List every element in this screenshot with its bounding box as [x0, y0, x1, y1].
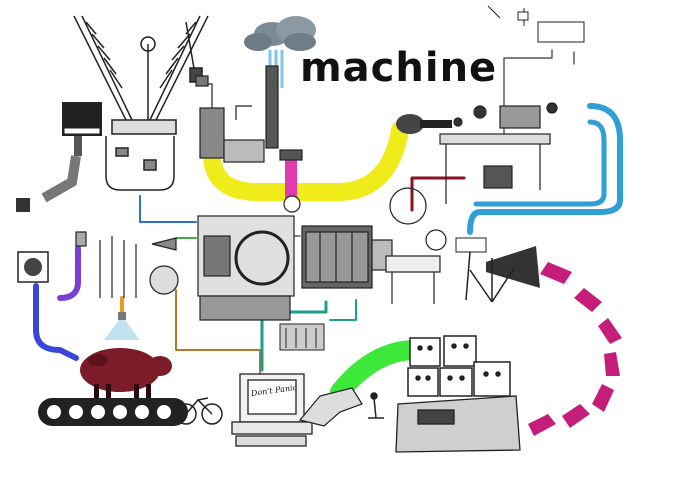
piano-icon: [16, 102, 102, 212]
microphone-icon: [368, 392, 384, 419]
teal-pipe: [260, 300, 328, 372]
speaker-box-icon: [17, 251, 49, 283]
router-icon: [487, 5, 585, 43]
pointing-hand-icon: [298, 387, 363, 427]
roller-machine-icon: [301, 225, 393, 289]
purple-pipe: [57, 245, 81, 301]
arrow-5: [592, 384, 614, 412]
bicycle-icon: [175, 397, 223, 425]
blue-pipe-2: [473, 119, 607, 207]
wheel-apparatus-icon: [385, 187, 447, 304]
indigo-pipe: [33, 283, 79, 361]
hand-icon: [396, 114, 452, 134]
arrow-4: [604, 352, 620, 376]
horn-icon: [455, 237, 540, 301]
console-icon: [395, 395, 521, 453]
circuit-icon: [279, 323, 325, 351]
computer-icon: [231, 373, 313, 447]
machine-title: machine: [300, 45, 498, 91]
blue-pipe: [467, 103, 623, 235]
arrow-chain: [528, 262, 622, 436]
arrow-1: [540, 262, 572, 284]
yellow-pipe: [202, 121, 409, 201]
track-icon: [38, 398, 188, 426]
sprinkler-icon: [104, 312, 140, 340]
router-cable: [503, 49, 553, 141]
antenna-icon: [469, 258, 515, 303]
arrow-7: [528, 414, 556, 436]
arrow-2: [574, 288, 602, 312]
cloud-icon: [244, 16, 316, 88]
green-pipe: [330, 340, 422, 402]
darkred-pipe: [410, 176, 466, 212]
dynamo-table-icon: [439, 102, 558, 204]
still-apparatus-icon: [195, 65, 303, 213]
lab-equipment-icon: [75, 231, 179, 298]
brown-pipe: [175, 289, 261, 381]
steam-engine-icon: [197, 215, 295, 321]
thin-blue-line: [139, 195, 197, 223]
pig-icon: [80, 348, 172, 400]
arrow-6: [562, 404, 590, 428]
arrow-3: [598, 318, 622, 344]
teal-pipe-2: [329, 299, 357, 321]
tv-faces-icon: [407, 335, 511, 397]
